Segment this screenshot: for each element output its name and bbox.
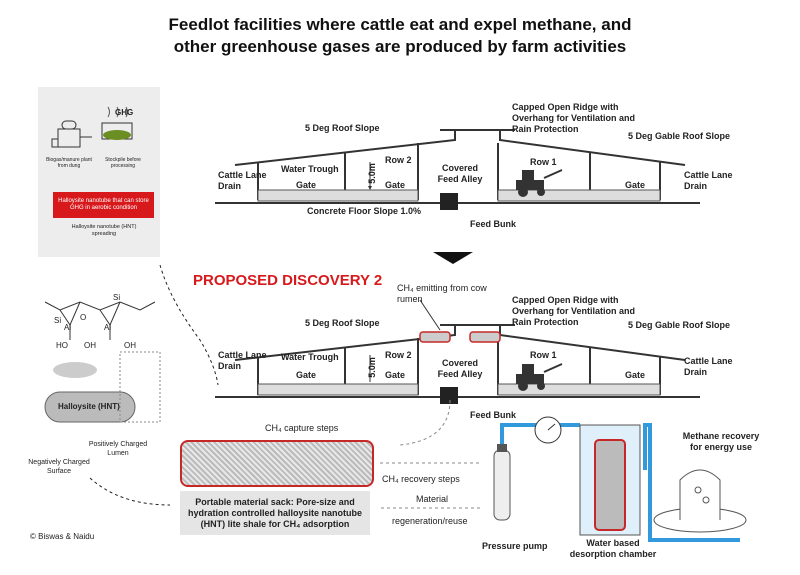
bottom-gate-3: Gate [625,370,646,380]
tractor-icon-top [516,169,563,197]
bottom-covered: Covered Feed Alley [437,358,483,379]
ch4-pointer [419,299,441,331]
si-label-1: Si [54,316,62,325]
page-title: Feedlot facilities where cattle eat and … [0,14,800,58]
top-roof-slope: 5 Deg Roof Slope [305,123,380,133]
ch4-emit-label: CH₄ emitting from cow rumen [397,283,487,304]
bottom-gate-2: Gate [385,370,406,380]
stockpile-icon [101,106,133,140]
biogas-label: Biogas/manure plant from dung [46,157,92,169]
top-floor: Concrete Floor Slope 1.0% [307,206,422,216]
o-label: O [80,313,87,322]
top-feed-bunk: Feed Bunk [470,219,517,229]
pressure-pump-icon [493,444,511,521]
top-height: 5.0m [366,163,377,184]
top-lane-left: Cattle Lane Drain [218,170,267,191]
bottom-lane-right: Cattle Lane Drain [684,356,733,377]
bottom-feed-bunk: Feed Bunk [470,410,517,420]
oh-label-1: OH [84,341,96,350]
si-label-2: Si [113,293,121,302]
hnt-spreading-panel [38,87,160,257]
farm-icons [51,106,133,148]
bottom-capped-ridge: Capped Open Ridge with Overhang for Vent… [512,295,636,327]
hnt-sack [180,440,374,487]
top-capped-ridge: Capped Open Ridge with Overhang for Vent… [512,102,636,134]
bottom-row2: Row 2 [385,350,412,360]
feed-bunk-bottom-shape [440,387,458,404]
top-gable-slope: 5 Deg Gable Roof Slope [628,131,731,141]
title-line-1: Feedlot facilities where cattle eat and … [168,15,632,34]
top-water-trough: Water Trough [281,164,339,174]
al-label-1: Al [64,323,72,332]
recovery-steps-label: CH₄ recovery steps [382,474,460,484]
bottom-height: 5.0m [366,357,377,378]
chamber-label: Water based desorption chamber [569,538,657,559]
sack-description: Portable material sack: Pore-size and hy… [180,491,370,535]
top-gate-2: Gate [385,180,406,190]
capture-label: CH₄ capture steps [265,423,339,433]
title-line-2: other greenhouse gases are produced by f… [173,37,627,56]
ho-label: HO [56,341,68,350]
pump-label: Pressure pump [482,541,548,551]
hnt-sacks-roof [419,331,501,343]
positive-label: Positively Charged Lumen [88,441,148,457]
hnt-powder [53,362,97,378]
credit: © Biswas & Naidu [30,532,95,541]
top-covered: Covered Feed Alley [437,163,483,184]
regen-label: regeneration/reuse [392,516,468,526]
bottom-row1: Row 1 [530,350,557,360]
bottom-roof-slope: 5 Deg Roof Slope [305,318,380,328]
top-row2: Row 2 [385,155,412,165]
bottom-lane-left: Cattle Lane Drain [218,350,267,371]
top-gate-1: Gate [296,180,317,190]
hnt-to-sack-line [89,477,171,506]
halloysite-label: Halloysite (HNT) [58,402,120,411]
down-arrow [433,252,473,264]
barn-top-floor [257,189,661,202]
biogas-plant-icon [51,120,92,148]
bottom-gable-slope: 5 Deg Gable Roof Slope [628,320,731,330]
proposed-heading: PROPOSED DISCOVERY 2 [193,272,383,289]
top-lane-right: Cattle Lane Drain [684,170,733,191]
spread-flow-line [159,264,219,386]
tractor-icon-bottom [516,363,563,391]
material-label: Material [416,494,449,504]
chamber-sack [594,439,626,531]
halloysite-tube [44,351,161,423]
hnt-store-box: Halloysite nanotube that can store GHG i… [53,192,154,218]
negative-label: Negatively Charged Surface [28,459,90,475]
feed-bunk-top-shape [440,193,458,210]
top-gate-3: Gate [625,180,646,190]
methane-recovery-label: Methane recovery for energy use [682,431,760,452]
top-row1: Row 1 [530,157,557,167]
capture-line [399,399,451,446]
stockpile-label: Stockpile before processing [105,157,141,169]
al-label-2: Al [104,323,112,332]
ghg-label: GHG [115,108,134,117]
bottom-water-trough: Water Trough [281,352,339,362]
oh-label-2: OH [124,341,136,350]
hnt-spreading-label: Halloysite nanotube (HNT) spreading [71,224,137,237]
hnt-structure [44,301,156,340]
barn-bottom-floor [257,383,661,396]
methane-recovery-vessel-icon [653,469,747,533]
bottom-gate-1: Gate [296,370,317,380]
